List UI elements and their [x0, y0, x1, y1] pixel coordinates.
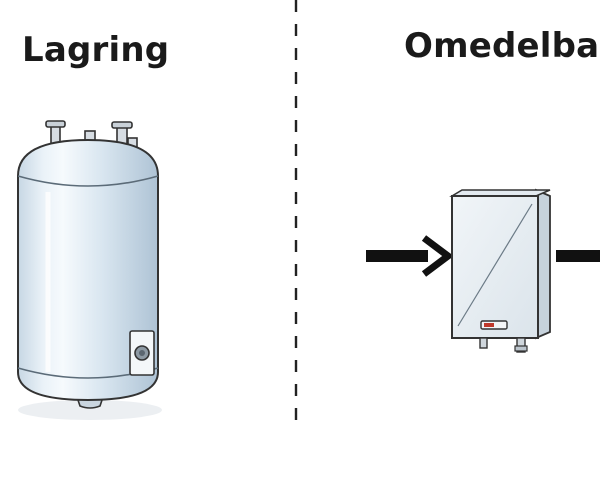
unit-pipe-connector-right: [514, 337, 528, 353]
tank-control-panel: [129, 330, 155, 376]
panel-divider: [294, 0, 298, 432]
unit-front: [451, 195, 539, 339]
storage-water-heater-icon: [17, 120, 162, 420]
tank-shadow: [18, 400, 162, 420]
flow-out-arrow: [556, 250, 600, 262]
storage-heading: Lagring: [22, 30, 170, 70]
unit-pipe-connector-left: [479, 337, 488, 349]
tankless-water-heater-icon: [449, 188, 551, 353]
instant-heading: Omedelbar: [404, 26, 600, 66]
tank-body: [17, 138, 159, 402]
flow-in-arrow: [366, 235, 454, 277]
